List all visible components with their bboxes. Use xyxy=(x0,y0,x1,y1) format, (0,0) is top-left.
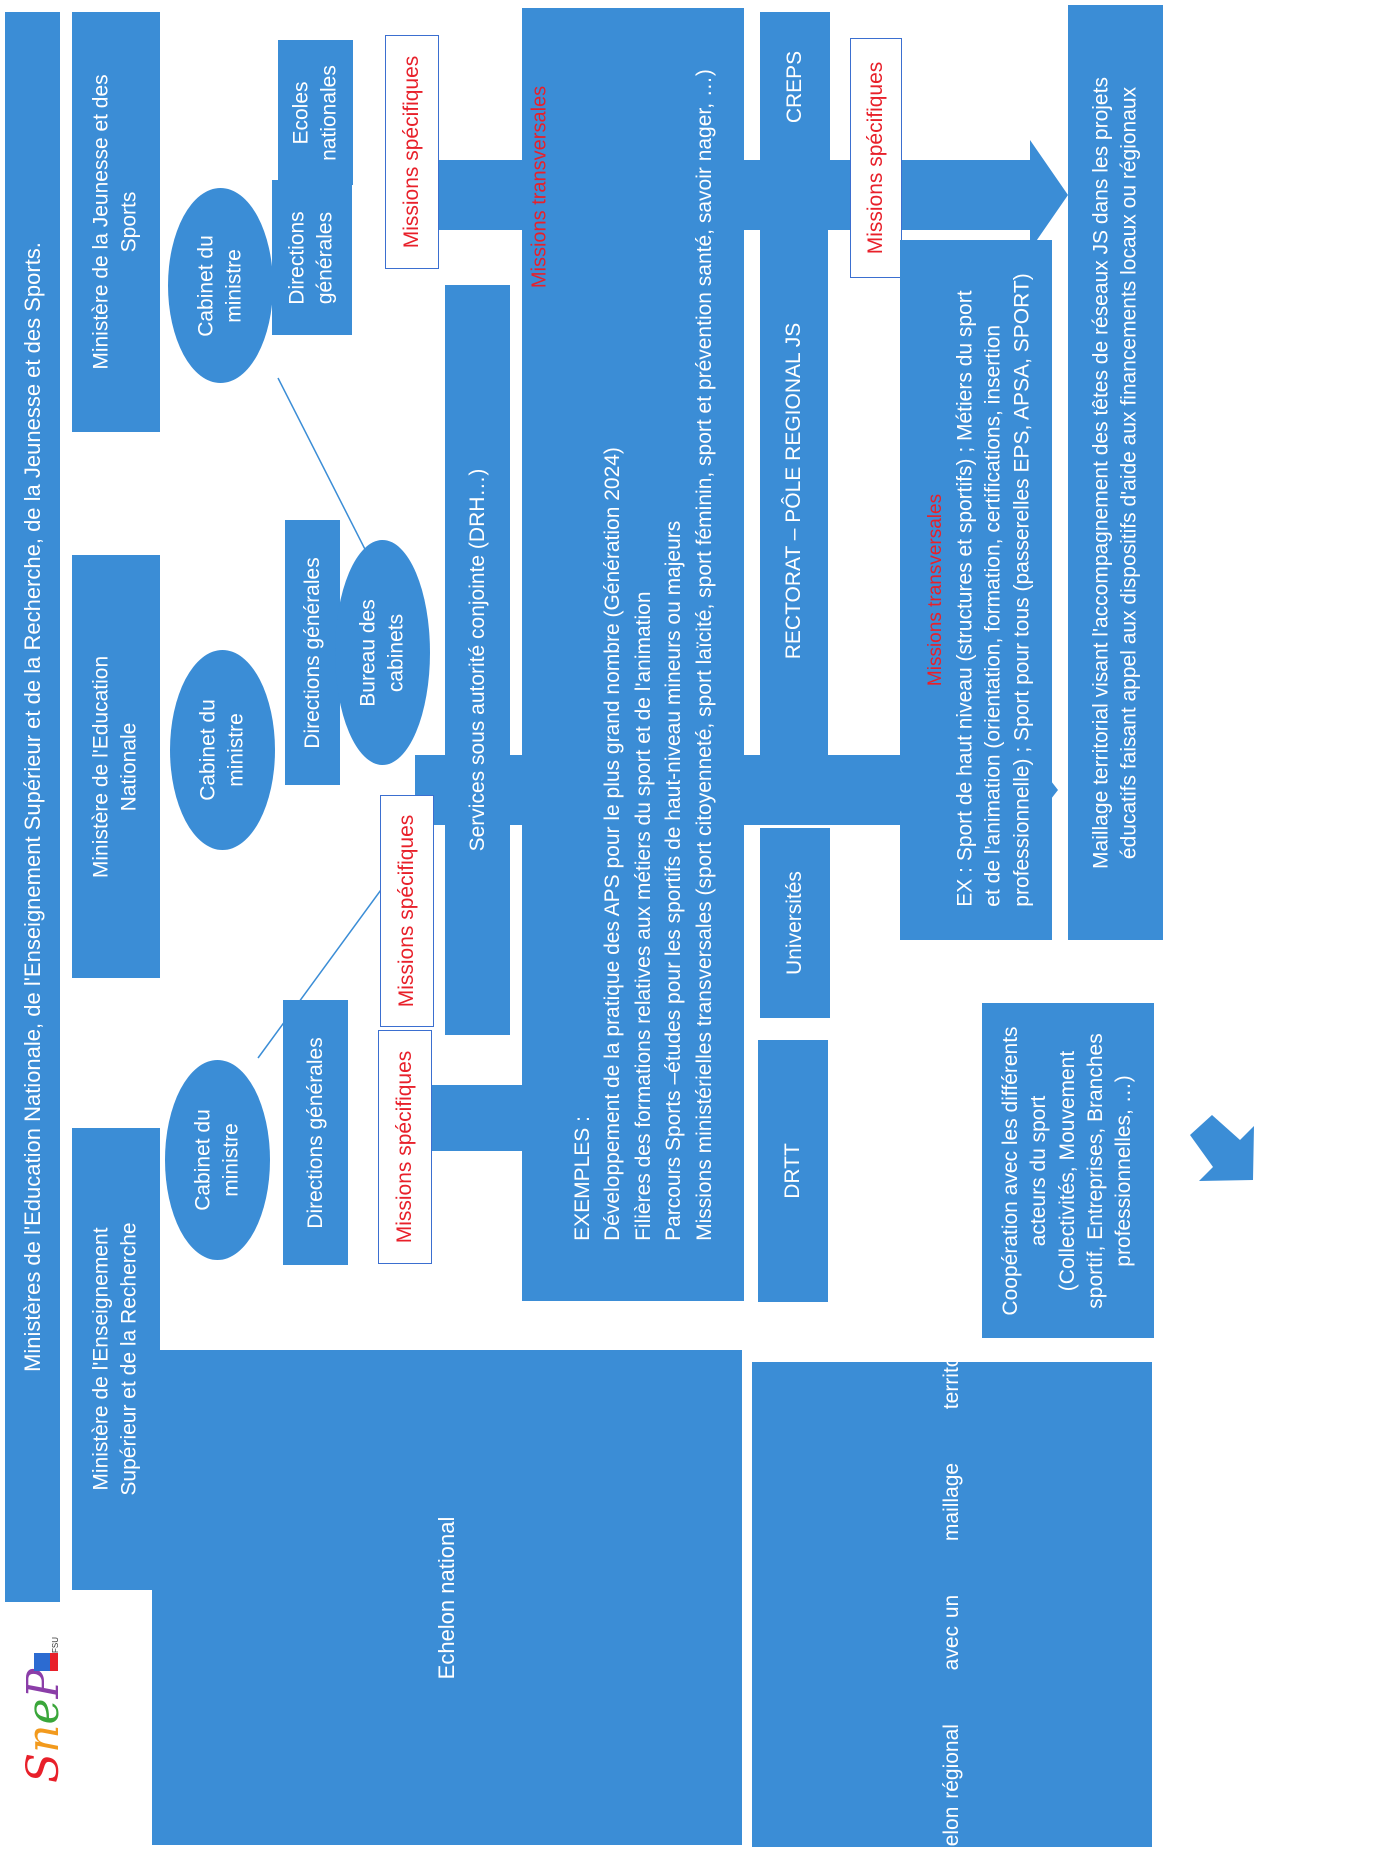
ministry-mjs: Ministère de la Jeunesse et des Sports xyxy=(72,12,160,432)
maillage-territorial: Maillage territorial visant l'accompagne… xyxy=(1068,5,1163,940)
directions-generales-mjs: Directions générales xyxy=(272,180,352,335)
arrow-down-cooperation xyxy=(1190,1115,1254,1181)
ecoles-nationales: Ecoles nationales xyxy=(278,40,353,185)
missions-transversales-heading: Missions transversales xyxy=(528,85,551,289)
directions-generales-mesr: Directions générales xyxy=(283,1000,348,1265)
svg-text:SneP: SneP xyxy=(18,1667,69,1783)
echelon-national: Echelon national xyxy=(152,1350,742,1845)
echelon-regional-line3: maillage xyxy=(939,1462,963,1541)
missions-specifiques-label-right: Missions spécifiques xyxy=(385,35,439,269)
echelon-regional-line1: Echelon régional xyxy=(939,1723,963,1847)
ministry-mesr-line2: Supérieur et de la Recherche xyxy=(118,1222,141,1496)
ministry-men-line2: Nationale xyxy=(118,722,141,811)
drtt: DRTT xyxy=(758,1040,828,1302)
svg-text:FSU: FSU xyxy=(51,1637,60,1653)
ministry-men-line1: Ministère de l'Education xyxy=(89,655,113,878)
ministry-mesr: Ministère de l'Enseignement Supérieur et… xyxy=(72,1128,160,1590)
bureau-des-cabinets: Bureau des cabinets xyxy=(335,540,430,765)
main-title-text: Ministères de l'Education Nationale, de … xyxy=(19,242,45,1372)
creps: CREPS xyxy=(760,12,830,162)
arrow-right-missions xyxy=(420,140,1068,250)
snep-fsu-logo: SneP FSU xyxy=(18,1605,78,1840)
missions-specifiques-label-left: Missions spécifiques xyxy=(378,1030,432,1264)
cabinet-oval-men: Cabinet du ministre xyxy=(170,650,275,850)
echelon-regional-line2: avec un xyxy=(939,1594,963,1670)
directions-generales-men: Directions générales xyxy=(285,520,340,785)
missions-specifiques-label-middle: Missions spécifiques xyxy=(380,795,434,1027)
services-conjoints: Services sous autorité conjointe (DRH…) xyxy=(445,285,510,1035)
cabinet-oval-mjs: Cabinet du ministre xyxy=(168,188,273,383)
transversales-ex-block: Missions transversales EX : Sport de hau… xyxy=(900,240,1052,940)
examples-text: EXEMPLES : Développement de la pratique … xyxy=(571,68,716,1241)
cooperation-block: Coopération avec les différents acteurs … xyxy=(982,1003,1154,1338)
ministry-mesr-line1: Ministère de l'Enseignement xyxy=(89,1227,113,1491)
main-title: Ministères de l'Education Nationale, de … xyxy=(5,12,60,1602)
missions-specifiques-label-regional: Missions spécifiques xyxy=(850,38,902,278)
ministry-mjs-line2: Sports xyxy=(118,191,141,253)
examples-block: Missions transversales EXEMPLES : Dévelo… xyxy=(522,8,744,1301)
ministry-mjs-line1: Ministère de la Jeunesse et des xyxy=(89,74,113,370)
rectorat-pole-regional: RECTORAT – PÔLE REGIONAL JS xyxy=(760,213,828,768)
ministry-men: Ministère de l'Education Nationale xyxy=(72,555,160,978)
cabinet-oval-mesr: Cabinet du ministre xyxy=(165,1060,270,1260)
echelon-regional-line4: territorial xyxy=(939,1362,963,1409)
echelon-regional: Echelon régional avec un maillage territ… xyxy=(752,1362,1152,1847)
universites: Universités xyxy=(760,828,830,1018)
